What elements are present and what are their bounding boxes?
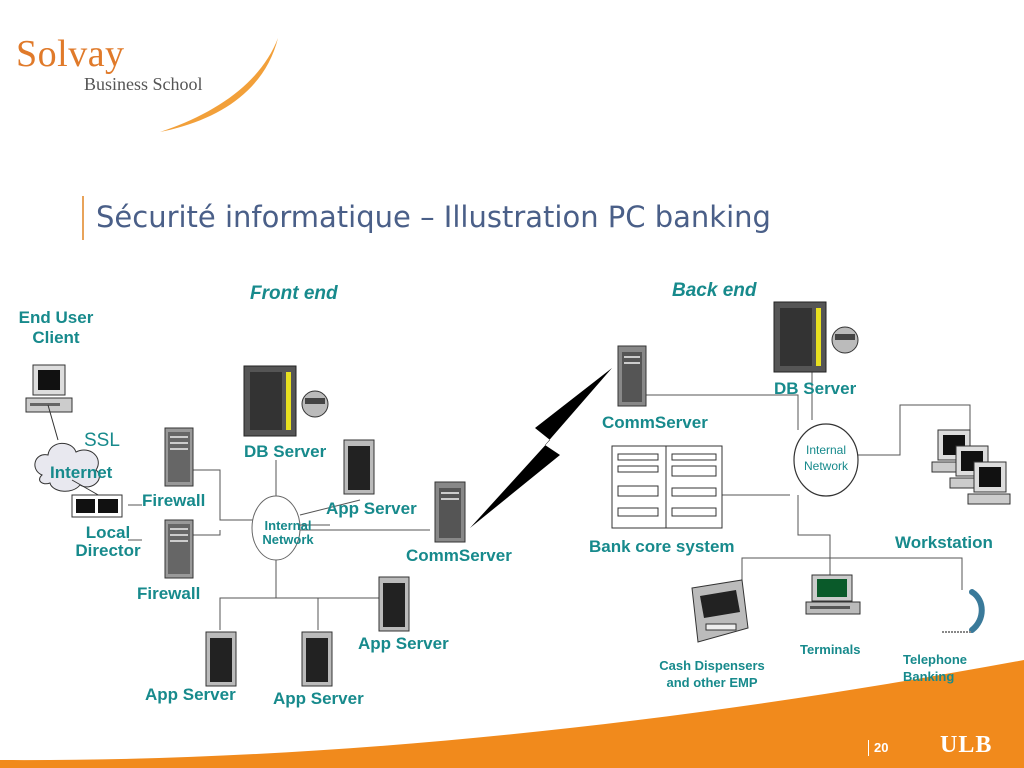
logo-solvay: Solvay bbox=[16, 33, 125, 75]
title-accent-bar bbox=[82, 196, 84, 240]
internet-label: Internet bbox=[50, 463, 113, 482]
app-server-3-label: App Server bbox=[145, 685, 236, 704]
internal-network-front-label: Internal Network bbox=[252, 519, 324, 547]
footer-separator bbox=[868, 740, 869, 756]
footer-wave bbox=[0, 660, 1024, 768]
footer-logo-ulb: ULB bbox=[940, 732, 993, 758]
telephone-banking-line-2: Banking bbox=[903, 669, 955, 684]
commserver-front-label: CommServer bbox=[406, 546, 512, 565]
firewall-bottom-icon bbox=[164, 519, 194, 579]
page-title: Sécurité informatique – Illustration PC … bbox=[96, 200, 771, 234]
app-server-2-label: App Server bbox=[358, 634, 449, 653]
commserver-front-icon bbox=[434, 481, 466, 543]
page-number: 20 bbox=[874, 740, 889, 755]
terminals-label: Terminals bbox=[800, 642, 861, 657]
app-server-4-icon bbox=[301, 631, 333, 687]
logo-swoosh bbox=[160, 38, 278, 132]
commserver-back-label: CommServer bbox=[602, 413, 708, 432]
ssl-label: SSL bbox=[84, 430, 120, 451]
internal-network-back-icon bbox=[793, 423, 859, 497]
local-director-line-1: Local bbox=[85, 523, 131, 542]
cash-dispensers-line-1: Cash Dispensers bbox=[659, 658, 765, 673]
bank-core-system-label: Bank core system bbox=[589, 537, 735, 556]
app-server-4-label: App Server bbox=[273, 689, 364, 708]
internal-network-front-line-1: Internal bbox=[264, 518, 312, 533]
local-director-label: Local Director bbox=[68, 524, 148, 560]
local-director-icon bbox=[71, 494, 123, 518]
app-server-1-label: App Server bbox=[326, 499, 417, 518]
db-server-front-label: DB Server bbox=[244, 442, 327, 461]
telephone-icon bbox=[942, 589, 985, 633]
db-server-front-icon bbox=[243, 365, 329, 437]
front-connections bbox=[128, 460, 430, 630]
db-server-back-label: DB Server bbox=[774, 379, 857, 398]
bank-core-system-icon bbox=[611, 445, 723, 529]
workstation-icon bbox=[931, 429, 1011, 505]
telephone-banking-label: Telephone Banking bbox=[903, 651, 967, 685]
end-user-client-label: End User Client bbox=[8, 308, 104, 348]
firewall-top-icon bbox=[164, 427, 194, 487]
commserver-back-icon bbox=[617, 345, 647, 407]
end-user-pc-icon bbox=[25, 364, 73, 413]
internal-network-back-label: Internal Network bbox=[790, 442, 862, 474]
front-end-heading: Front end bbox=[250, 283, 338, 304]
wan-link bbox=[470, 368, 612, 528]
internet-cloud-icon bbox=[34, 442, 100, 492]
back-connections bbox=[640, 370, 971, 590]
terminal-icon bbox=[805, 574, 861, 615]
internal-network-back-line-2: Network bbox=[803, 459, 848, 473]
logo-business-school: Business School bbox=[84, 74, 203, 94]
telephone-banking-line-1: Telephone bbox=[903, 652, 968, 667]
internal-network-front-line-2: Network bbox=[262, 532, 314, 547]
app-server-1-icon bbox=[343, 439, 375, 495]
workstation-label: Workstation bbox=[895, 533, 993, 552]
cash-dispensers-line-2: and other EMP bbox=[666, 675, 758, 690]
back-end-heading: Back end bbox=[672, 280, 757, 301]
local-director-line-2: Director bbox=[75, 541, 141, 560]
internal-network-back-line-1: Internal bbox=[805, 443, 847, 457]
db-server-back-icon bbox=[773, 301, 859, 373]
app-server-3-icon bbox=[205, 631, 237, 687]
cash-dispensers-label: Cash Dispensers and other EMP bbox=[640, 657, 784, 691]
app-server-2-icon bbox=[378, 576, 410, 632]
firewall-top-label: Firewall bbox=[142, 491, 206, 510]
firewall-bottom-label: Firewall bbox=[137, 584, 201, 603]
end-user-client-line-2: Client bbox=[32, 328, 80, 347]
internal-network-front-icon bbox=[251, 495, 301, 561]
cash-dispenser-icon bbox=[691, 579, 749, 643]
end-user-client-line-1: End User bbox=[18, 308, 94, 327]
